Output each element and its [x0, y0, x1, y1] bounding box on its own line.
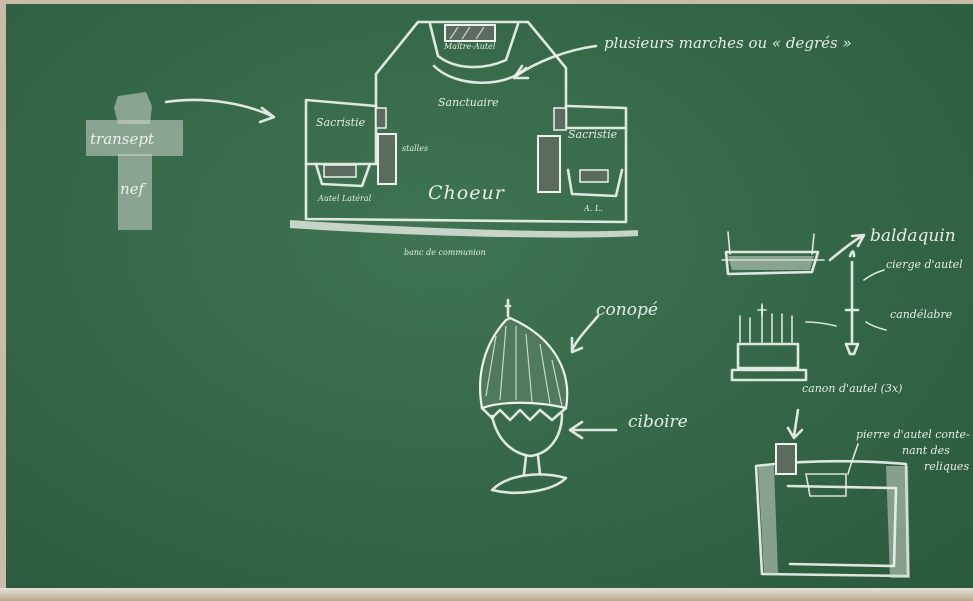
conope-label: conopé [596, 300, 658, 320]
arrow-cross-to-plan [166, 100, 274, 122]
church-cross-diagram [86, 92, 183, 230]
al-label: A. L. [584, 204, 603, 213]
ciboire-label: ciboire [628, 412, 688, 432]
chalk-drawings [6, 4, 973, 590]
cross-label-top: transept [90, 130, 154, 148]
altar-with-candles-drawing [732, 304, 836, 380]
canon-label: canon d'autel (3x) [802, 382, 902, 395]
pierre-label-3: reliques [924, 460, 969, 473]
baldaquin-drawing [722, 232, 864, 274]
choeur-label: Choeur [428, 182, 505, 204]
candelabre-drawing [846, 252, 886, 355]
pierre-label-1: pierre d'autel conte- [856, 428, 970, 441]
arrow-degres [514, 46, 596, 78]
sacristie-left-label: Sacristie [316, 116, 365, 129]
chalk-tray [0, 588, 973, 601]
cross-label-bottom: nef [120, 180, 144, 198]
stalles-label: stalles [402, 144, 428, 153]
sanctuaire-label: Sanctuaire [438, 96, 499, 109]
chalkboard: transept nef Maître-Autel Sanctuaire Sac… [6, 4, 973, 590]
autel-lateral-label: Autel Latéral [318, 194, 371, 203]
cierge-label: cierge d'autel [886, 258, 963, 271]
banc-communion-label: banc de communion [404, 248, 486, 257]
ciboire-drawing [480, 300, 616, 493]
candelabre-label: candélabre [890, 308, 952, 321]
baldaquin-label: baldaquin [870, 226, 956, 246]
pierre-label-2: nant des [902, 444, 950, 457]
sacristie-right-label: Sacristie [568, 128, 617, 141]
maitre-autel-label: Maître-Autel [444, 42, 495, 51]
degres-label: plusieurs marches ou « degrés » [604, 34, 852, 52]
